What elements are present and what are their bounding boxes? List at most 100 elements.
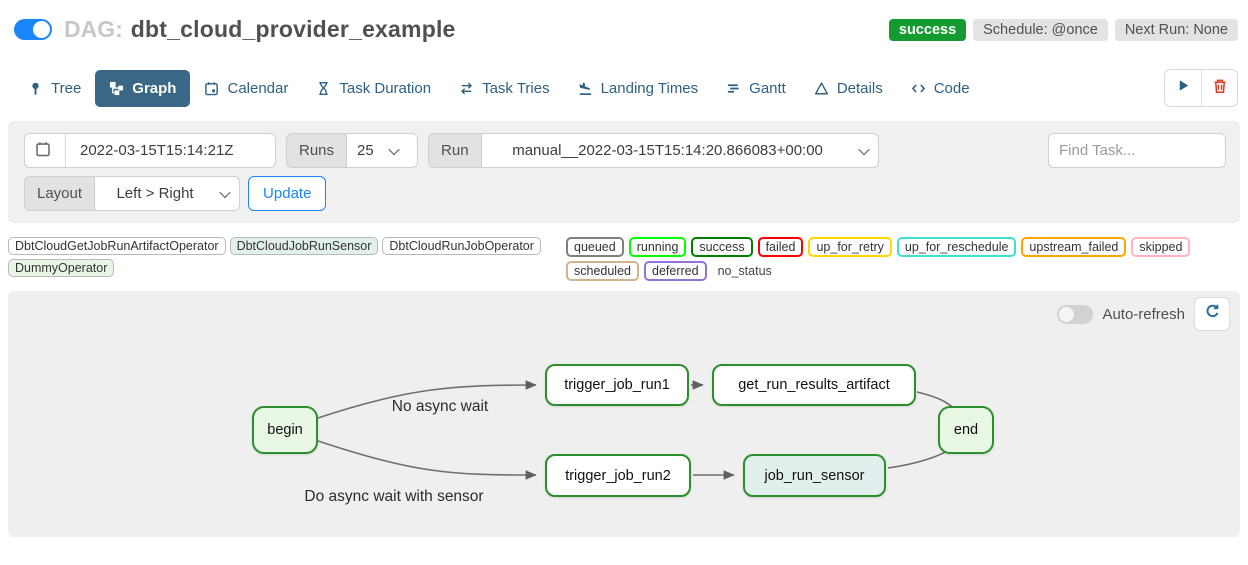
update-button[interactable]: Update xyxy=(248,176,327,211)
graph-icon xyxy=(109,81,124,96)
status-chip-scheduled[interactable]: scheduled xyxy=(566,261,639,281)
tab-label: Code xyxy=(933,79,970,97)
chevron-down-icon xyxy=(857,143,870,155)
toggle-knob xyxy=(33,21,50,38)
tab-landing-times[interactable]: Landing Times xyxy=(564,70,713,107)
task-node-trigger-job-run2[interactable]: trigger_job_run2 xyxy=(545,454,691,497)
last-run-status-badge[interactable]: success xyxy=(888,18,967,41)
task-node-begin[interactable]: begin xyxy=(252,406,318,454)
layout-group: Layout Left > Right xyxy=(24,176,241,211)
layout-value: Left > Right xyxy=(116,185,194,202)
auto-refresh-label: Auto-refresh xyxy=(1102,305,1185,323)
status-chip-success[interactable]: success xyxy=(691,237,753,257)
base-date-input[interactable]: 2022-03-15T15:14:21Z xyxy=(24,133,276,168)
tab-tree[interactable]: Tree xyxy=(14,70,95,107)
operator-chip[interactable]: DbtCloudGetJobRunArtifactOperator xyxy=(8,237,226,255)
tab-label: Calendar xyxy=(227,79,289,97)
calendar-icon xyxy=(204,81,219,96)
plane-landing-icon xyxy=(578,81,593,96)
base-date-value: 2022-03-15T15:14:21Z xyxy=(80,142,234,159)
next-run-badge: Next Run: None xyxy=(1114,18,1238,41)
status-chip-up_for_reschedule[interactable]: up_for_reschedule xyxy=(896,237,1017,257)
dag-pause-toggle[interactable] xyxy=(14,19,52,40)
status-chip-running[interactable]: running xyxy=(628,237,687,257)
tab-details[interactable]: Details xyxy=(800,70,897,107)
task-node-job-run-sensor[interactable]: job_run_sensor xyxy=(743,454,886,497)
operator-chip[interactable]: DummyOperator xyxy=(8,259,115,277)
operator-chip[interactable]: DbtCloudRunJobOperator xyxy=(382,237,541,255)
task-node-trigger-job-run1[interactable]: trigger_job_run1 xyxy=(545,364,689,406)
base-date-group: 2022-03-15T15:14:21Z xyxy=(24,133,276,168)
run-label: Run xyxy=(428,133,481,168)
tab-calendar[interactable]: Calendar xyxy=(190,70,302,107)
tab-label: Task Duration xyxy=(339,79,432,97)
layout-select[interactable]: Left > Right xyxy=(94,176,241,211)
status-chip-failed[interactable]: failed xyxy=(757,237,804,257)
tab-label: Landing Times xyxy=(600,79,699,97)
edge-label-async-wait-sensor: Do async wait with sensor xyxy=(304,488,484,505)
dag-label: DAG: xyxy=(64,16,123,42)
runs-value: 25 xyxy=(357,142,374,159)
tab-label: Task Tries xyxy=(482,79,550,97)
tab-label: Details xyxy=(836,79,883,97)
delete-dag-button[interactable] xyxy=(1201,70,1237,106)
status-chip-queued[interactable]: queued xyxy=(566,237,624,257)
run-group: Run manual__2022-03-15T15:14:20.866083+0… xyxy=(428,133,879,168)
dag-graph-panel: Auto-refresh begin trigger_job_run1 get_… xyxy=(8,291,1240,537)
chevron-down-icon xyxy=(219,186,231,198)
toggle-knob xyxy=(1059,306,1075,322)
status-chip-skipped[interactable]: skipped xyxy=(1131,237,1191,257)
runs-select[interactable]: 25 xyxy=(346,133,419,168)
repeat-icon xyxy=(459,81,474,96)
tab-task-duration[interactable]: Task Duration xyxy=(302,70,445,107)
dag-header: DAG: dbt_cloud_provider_example success … xyxy=(0,0,1248,43)
tab-label: Gantt xyxy=(749,79,786,97)
operator-chip[interactable]: DbtCloudJobRunSensor xyxy=(229,237,379,255)
find-task-input[interactable] xyxy=(1048,133,1226,168)
tab-gantt[interactable]: Gantt xyxy=(712,70,800,107)
edge-begin-trigger2 xyxy=(317,440,537,480)
hourglass-icon xyxy=(316,81,331,96)
header-badges: success Schedule: @once Next Run: None xyxy=(888,18,1238,41)
tree-icon xyxy=(28,81,43,96)
task-node-get-run-results-artifact[interactable]: get_run_results_artifact xyxy=(712,364,916,406)
refresh-icon xyxy=(1204,303,1221,325)
tab-code[interactable]: Code xyxy=(897,70,984,107)
divider xyxy=(65,134,66,167)
dag-title: dbt_cloud_provider_example xyxy=(130,16,456,42)
play-icon xyxy=(1176,78,1191,98)
gantt-icon xyxy=(726,81,741,96)
code-icon xyxy=(911,81,926,96)
filter-panel: 2022-03-15T15:14:21Z Runs 25 Run manual_… xyxy=(8,121,1240,223)
tab-label: Tree xyxy=(51,79,82,97)
view-tabbar: Tree Graph Calendar Task Duration Task T… xyxy=(0,69,1248,107)
run-select[interactable]: manual__2022-03-15T15:14:20.866083+00:00 xyxy=(480,133,879,168)
tab-graph[interactable]: Graph xyxy=(95,69,191,107)
auto-refresh-controls: Auto-refresh xyxy=(1057,297,1230,331)
trigger-dag-button[interactable] xyxy=(1165,70,1201,106)
tab-label: Graph xyxy=(132,79,177,97)
schedule-badge: Schedule: @once xyxy=(973,18,1108,41)
triangle-icon xyxy=(814,81,829,96)
dag-edges xyxy=(317,380,961,480)
status-chip-upstream_failed[interactable]: upstream_failed xyxy=(1021,237,1127,257)
status-chip-up_for_retry[interactable]: up_for_retry xyxy=(808,237,892,257)
run-value: manual__2022-03-15T15:14:20.866083+00:00 xyxy=(512,142,823,159)
trash-icon xyxy=(1212,78,1228,99)
calendar-icon xyxy=(35,141,51,161)
auto-refresh-toggle[interactable] xyxy=(1057,304,1094,324)
dag-action-buttons xyxy=(1164,69,1238,107)
layout-label: Layout xyxy=(24,176,95,211)
refresh-button[interactable] xyxy=(1194,297,1230,331)
edge-begin-trigger1 xyxy=(317,380,537,419)
edge-label-no-async-wait: No async wait xyxy=(391,398,489,415)
runs-label: Runs xyxy=(286,133,347,168)
task-node-end[interactable]: end xyxy=(938,406,994,454)
chevron-down-icon xyxy=(388,143,400,155)
status-label-no-status: no_status xyxy=(717,264,772,278)
status-chip-deferred[interactable]: deferred xyxy=(644,261,707,281)
tab-task-tries[interactable]: Task Tries xyxy=(445,70,564,107)
